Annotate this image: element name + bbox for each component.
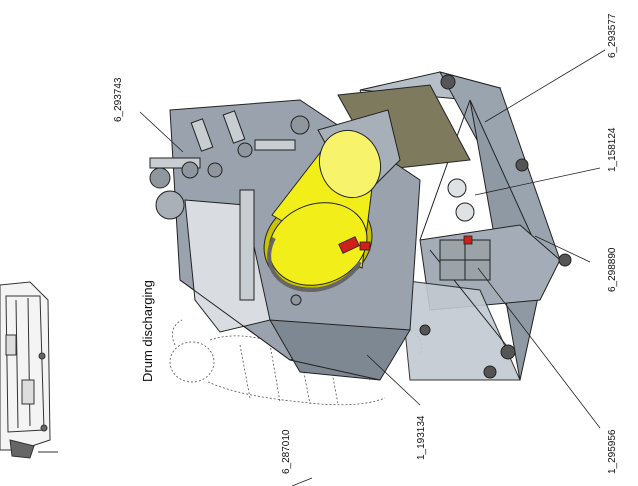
diagram-title: Drum discharging (140, 280, 155, 382)
drum (263, 129, 381, 293)
callout-6-293577: 6_293577 (607, 13, 618, 59)
callout-6-293743: 6_293743 (113, 77, 124, 123)
partial-side-view (0, 281, 58, 459)
pipework (149, 110, 310, 306)
callout-1-158124: 1_158124 (607, 127, 618, 173)
main-frame (359, 71, 561, 381)
callout-1-193134: 1_193134 (416, 415, 427, 461)
callout-6-287010: 6_287010 (281, 429, 292, 475)
castor-wheels (419, 74, 572, 379)
drum-clamp (338, 235, 473, 254)
callout-1-295956: 1_295956 (607, 429, 618, 475)
callout-6-298890: 6_298890 (607, 247, 618, 293)
leader-lines (139, 49, 606, 486)
